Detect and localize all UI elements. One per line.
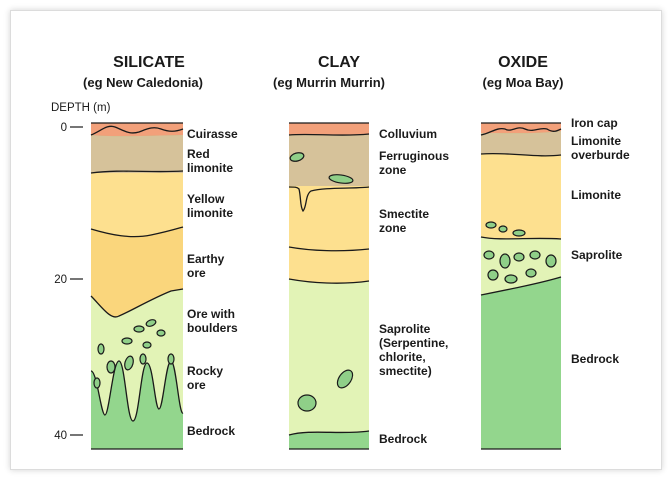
clay-label-smectite-zone: Smectite zone bbox=[379, 207, 432, 235]
silicate-label-red-limonite-line: Red bbox=[187, 147, 210, 161]
silicate-label-rocky-ore-line: ore bbox=[187, 378, 206, 392]
silicate-boulder bbox=[107, 361, 115, 373]
silicate-label-ore-with-boulders: Ore with boulders bbox=[187, 307, 238, 335]
clay-nodule bbox=[298, 395, 316, 411]
oxide-label-bedrock-line: Bedrock bbox=[571, 352, 619, 366]
oxide-label-limonite-overburde: Limonite overburde bbox=[571, 134, 630, 162]
silicate-label-yellow-limonite: Yellow limonite bbox=[187, 192, 233, 220]
silicate-label-earthy-ore: Earthy ore bbox=[187, 252, 228, 280]
silicate-label-yellow-limonite-line: limonite bbox=[187, 206, 233, 220]
clay-label-smectite-zone-line: zone bbox=[379, 221, 407, 235]
clay-saprolite-layer bbox=[289, 279, 369, 435]
diagram-frame: SILICATE (eg New Caledonia) CLAY (eg Mur… bbox=[10, 10, 662, 470]
clay-label-saprolite-line: Saprolite bbox=[379, 322, 431, 336]
clay-title: CLAY bbox=[318, 54, 360, 71]
clay-label-saprolite: Saprolite (Serpentine, chlorite, smectit… bbox=[379, 322, 452, 378]
oxide-boulder bbox=[486, 222, 496, 228]
silicate-column bbox=[91, 123, 183, 449]
silicate-label-cuirasse-line: Cuirasse bbox=[187, 127, 238, 141]
oxide-label-bedrock: Bedrock bbox=[571, 352, 619, 366]
clay-label-bedrock-line: Bedrock bbox=[379, 432, 427, 446]
silicate-boulder bbox=[157, 330, 165, 336]
oxide-boulder bbox=[505, 275, 517, 283]
silicate-label-earthy-ore-line: Earthy bbox=[187, 252, 225, 266]
silicate-label-bedrock-line: Bedrock bbox=[187, 424, 235, 438]
clay-label-ferruginous-zone: Ferruginous zone bbox=[379, 149, 452, 177]
clay-label-ferruginous-zone-line: Ferruginous bbox=[379, 149, 449, 163]
oxide-boulder bbox=[546, 255, 556, 267]
silicate-boulder bbox=[98, 344, 104, 354]
silicate-label-rocky-ore: Rocky ore bbox=[187, 364, 226, 392]
clay-colluvium-layer bbox=[289, 123, 369, 135]
depth-axis-title: DEPTH (m) bbox=[51, 102, 111, 114]
clay-label-saprolite-line: chlorite, bbox=[379, 350, 426, 364]
oxide-label-saprolite: Saprolite bbox=[571, 248, 623, 262]
silicate-boulder bbox=[134, 326, 144, 332]
oxide-boulder bbox=[484, 251, 494, 259]
depth-tick-20: 20 bbox=[54, 274, 67, 286]
oxide-boulder bbox=[499, 226, 507, 232]
depth-tick-40: 40 bbox=[54, 430, 67, 442]
clay-label-bedrock: Bedrock bbox=[379, 432, 427, 446]
clay-label-smectite-zone-line: Smectite bbox=[379, 207, 429, 221]
clay-label-saprolite-line: (Serpentine, bbox=[379, 336, 448, 350]
silicate-yellow-limonite-layer bbox=[91, 173, 183, 237]
oxide-label-limonite-overburde-line: Limonite bbox=[571, 134, 621, 148]
oxide-label-limonite-line: Limonite bbox=[571, 188, 621, 202]
oxide-boulder bbox=[514, 253, 524, 261]
silicate-label-red-limonite-line: limonite bbox=[187, 161, 233, 175]
silicate-boulder bbox=[94, 378, 100, 388]
silicate-label-rocky-ore-line: Rocky bbox=[187, 364, 223, 378]
silicate-label-yellow-limonite-line: Yellow bbox=[187, 192, 225, 206]
clay-label-ferruginous-zone-line: zone bbox=[379, 163, 407, 177]
oxide-boulder bbox=[500, 254, 510, 268]
silicate-red-limonite-layer bbox=[91, 135, 183, 173]
silicate-boulder bbox=[140, 354, 146, 364]
silicate-label-red-limonite: Red limonite bbox=[187, 147, 233, 175]
oxide-boulder bbox=[526, 269, 536, 277]
silicate-boulder bbox=[168, 354, 174, 364]
clay-column bbox=[289, 123, 369, 449]
silicate-title: SILICATE bbox=[113, 54, 185, 71]
silicate-label-bedrock: Bedrock bbox=[187, 424, 235, 438]
silicate-label-earthy-ore-line: ore bbox=[187, 266, 206, 280]
clay-label-colluvium: Colluvium bbox=[379, 127, 437, 141]
silicate-label-ore-with-boulders-line: Ore with bbox=[187, 307, 235, 321]
oxide-column bbox=[481, 123, 561, 449]
oxide-label-limonite: Limonite bbox=[571, 188, 621, 202]
silicate-boulder bbox=[122, 338, 132, 344]
oxide-label-iron-cap: Iron cap bbox=[571, 116, 618, 130]
oxide-limonite-overburden-layer bbox=[481, 131, 561, 156]
oxide-boulder bbox=[530, 251, 540, 259]
silicate-boulder bbox=[143, 342, 151, 348]
oxide-boulder bbox=[513, 230, 525, 236]
depth-tick-0: 0 bbox=[61, 122, 67, 134]
silicate-cuirasse-layer bbox=[91, 123, 183, 136]
oxide-label-saprolite-line: Saprolite bbox=[571, 248, 623, 262]
clay-label-saprolite-line: smectite) bbox=[379, 364, 432, 378]
clay-label-colluvium-line: Colluvium bbox=[379, 127, 437, 141]
oxide-subtitle: (eg Moa Bay) bbox=[483, 75, 564, 90]
laterite-profiles-diagram: SILICATE (eg New Caledonia) CLAY (eg Mur… bbox=[11, 11, 661, 469]
silicate-subtitle: (eg New Caledonia) bbox=[83, 75, 203, 90]
oxide-label-iron-cap-line: Iron cap bbox=[571, 116, 618, 130]
clay-subtitle: (eg Murrin Murrin) bbox=[273, 75, 385, 90]
silicate-label-ore-with-boulders-line: boulders bbox=[187, 321, 238, 335]
oxide-boulder bbox=[488, 270, 498, 280]
silicate-label-cuirasse: Cuirasse bbox=[187, 127, 238, 141]
oxide-label-limonite-overburde-line: overburde bbox=[571, 148, 630, 162]
oxide-title: OXIDE bbox=[498, 54, 548, 71]
